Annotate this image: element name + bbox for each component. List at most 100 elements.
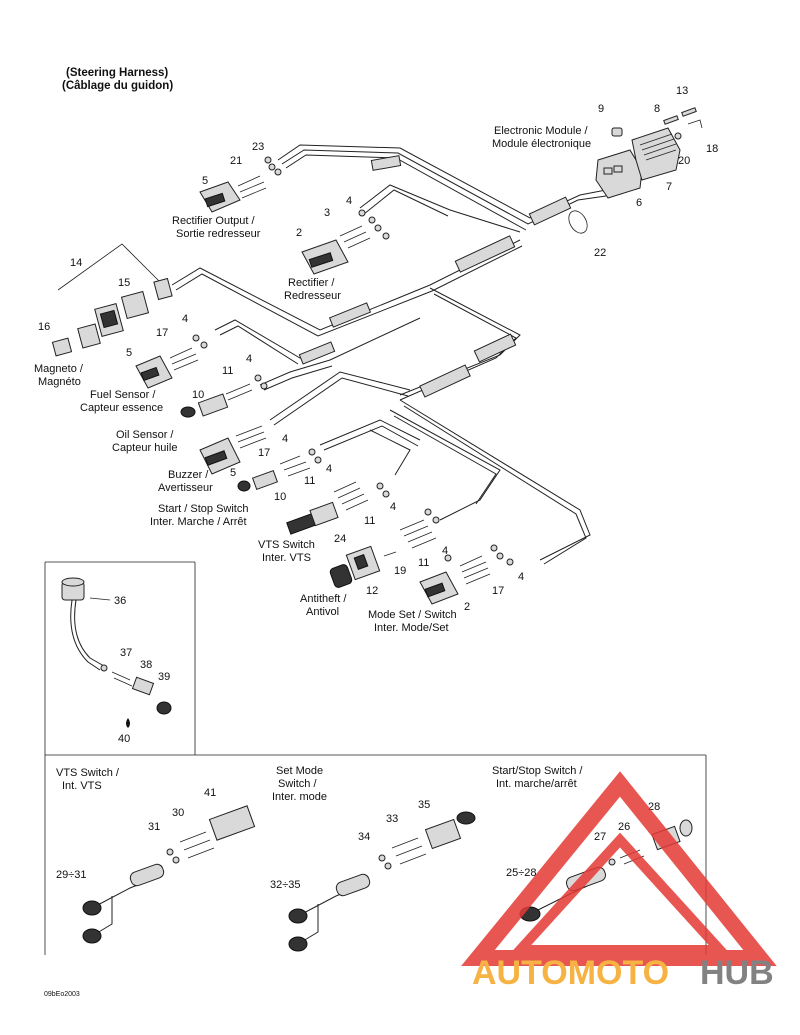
panel-set-mode-switch: Set Mode Switch / Inter. mode 32÷35 34 3… (270, 765, 476, 952)
callout-5c: 5 (230, 467, 236, 479)
callout-11d: 11 (418, 557, 429, 569)
label-magneto-fr: Magnéto (38, 376, 81, 388)
electronic-module-group (568, 107, 703, 234)
callout-22: 22 (594, 247, 606, 259)
callout-4: 4 (346, 195, 352, 207)
callout-33: 33 (386, 813, 398, 825)
label-oil-sensor-fr: Capteur huile (112, 442, 177, 454)
main-harness-wires (171, 144, 607, 565)
callout-7: 7 (666, 181, 672, 193)
callout-30: 30 (172, 807, 184, 819)
oil-sensor-connector (180, 374, 268, 418)
callout-5b: 5 (126, 347, 132, 359)
callout-10b: 10 (274, 491, 286, 503)
callout-32-35: 32÷35 (270, 879, 301, 891)
antitheft-connector (329, 545, 381, 588)
rectifier-output-connector (199, 156, 282, 213)
callout-2: 2 (296, 227, 302, 239)
main-callouts: 9 8 13 18 20 7 6 22 23 21 5 4 3 2 14 15 … (38, 85, 718, 613)
mode-set-connector (419, 544, 514, 605)
rectifier-connector (301, 209, 390, 275)
panel-start-stop-title-en: Start/Stop Switch / (492, 765, 583, 777)
callout-27: 27 (594, 831, 606, 843)
label-start-stop-fr: Inter. Marche / Arrêt (150, 516, 247, 528)
callout-25-28: 25÷28 (506, 867, 537, 879)
callout-15: 15 (118, 277, 130, 289)
callout-17c: 17 (492, 585, 504, 597)
buzzer-connector (199, 425, 322, 477)
callout-11c: 11 (364, 515, 375, 527)
label-start-stop-en: Start / Stop Switch (158, 503, 248, 515)
callout-20: 20 (678, 155, 690, 167)
callout-19: 19 (394, 565, 406, 577)
label-rectifier-en: Rectifier / (288, 277, 335, 289)
label-electronic-module-en: Electronic Module / (494, 125, 588, 137)
callout-6: 6 (636, 197, 642, 209)
label-mode-set-fr: Inter. Mode/Set (374, 622, 449, 634)
callout-5: 5 (202, 175, 208, 187)
drawing-code: 09bEo2003 (44, 991, 80, 998)
callout-8: 8 (654, 103, 660, 115)
callout-18: 18 (706, 143, 718, 155)
label-electronic-module-fr: Module électronique (492, 138, 591, 150)
callout-12: 12 (366, 585, 378, 597)
panel-vts-title-fr: Int. VTS (62, 780, 102, 792)
callout-9: 9 (598, 103, 604, 115)
panel-start-stop-title-fr: Int. marche/arrêt (496, 778, 577, 790)
watermark-text-hub: HUB (700, 954, 774, 992)
diagram-title-fr: (Câblage du guidon) (62, 80, 173, 92)
callout-41: 41 (204, 787, 216, 799)
automotohub-watermark-logo: AUTOMOTO HUB (461, 771, 777, 992)
callout-10: 10 (192, 389, 204, 401)
label-magneto-en: Magneto / (34, 363, 84, 375)
callout-29-31: 29÷31 (56, 869, 87, 881)
label-antitheft-fr: Antivol (306, 606, 339, 618)
start-stop-connector (237, 469, 390, 535)
callout-37: 37 (120, 647, 132, 659)
callout-4h: 4 (518, 571, 524, 583)
panel-set-mode-title-mid: Switch / (278, 778, 317, 790)
panel-vts-switch: VTS Switch / Int. VTS 29÷31 31 30 41 (56, 767, 256, 944)
callout-24: 24 (334, 533, 346, 545)
callout-26: 26 (618, 821, 630, 833)
watermark-text-automoto: AUTOMOTO (472, 954, 669, 992)
callout-11b: 11 (304, 475, 315, 487)
callout-4g: 4 (442, 545, 448, 557)
callout-4b: 4 (182, 313, 188, 325)
label-rectifier-fr: Redresseur (284, 290, 341, 302)
callout-40: 40 (118, 733, 130, 745)
callout-4e: 4 (326, 463, 332, 475)
callout-14: 14 (70, 257, 82, 269)
inset-panel-36-40: 36 37 38 39 40 (44, 561, 196, 755)
label-mode-set-en: Mode Set / Switch (368, 609, 457, 621)
callout-3: 3 (324, 207, 330, 219)
label-antitheft-en: Antitheft / (300, 593, 347, 605)
callout-11: 11 (222, 365, 233, 377)
label-oil-sensor-en: Oil Sensor / (116, 429, 174, 441)
callout-4c: 4 (246, 353, 252, 365)
label-rectifier-output-fr: Sortie redresseur (176, 228, 261, 240)
callout-17b: 17 (258, 447, 270, 459)
callout-23: 23 (252, 141, 264, 153)
callout-2b: 2 (464, 601, 470, 613)
panel-set-mode-title-fr: Inter. mode (272, 791, 327, 803)
callout-13: 13 (676, 85, 688, 97)
label-vts-switch-fr: Inter. VTS (262, 552, 311, 564)
fuel-sensor-connector (135, 334, 208, 389)
callout-16: 16 (38, 321, 50, 333)
callout-31: 31 (148, 821, 160, 833)
callout-36: 36 (114, 595, 126, 607)
label-buzzer-fr: Avertisseur (158, 482, 213, 494)
panel-vts-title-en: VTS Switch / (56, 767, 120, 779)
callout-39: 39 (158, 671, 170, 683)
callout-4d: 4 (282, 433, 288, 445)
diagram-title-en: (Steering Harness) (66, 67, 168, 79)
magneto-connector-group (51, 243, 173, 357)
bottom-panel-frame (44, 754, 707, 955)
label-rectifier-output-en: Rectifier Output / (172, 215, 255, 227)
label-buzzer-en: Buzzer / (168, 469, 209, 481)
callout-38: 38 (140, 659, 152, 671)
callout-35: 35 (418, 799, 430, 811)
label-fuel-sensor-en: Fuel Sensor / (90, 389, 156, 401)
